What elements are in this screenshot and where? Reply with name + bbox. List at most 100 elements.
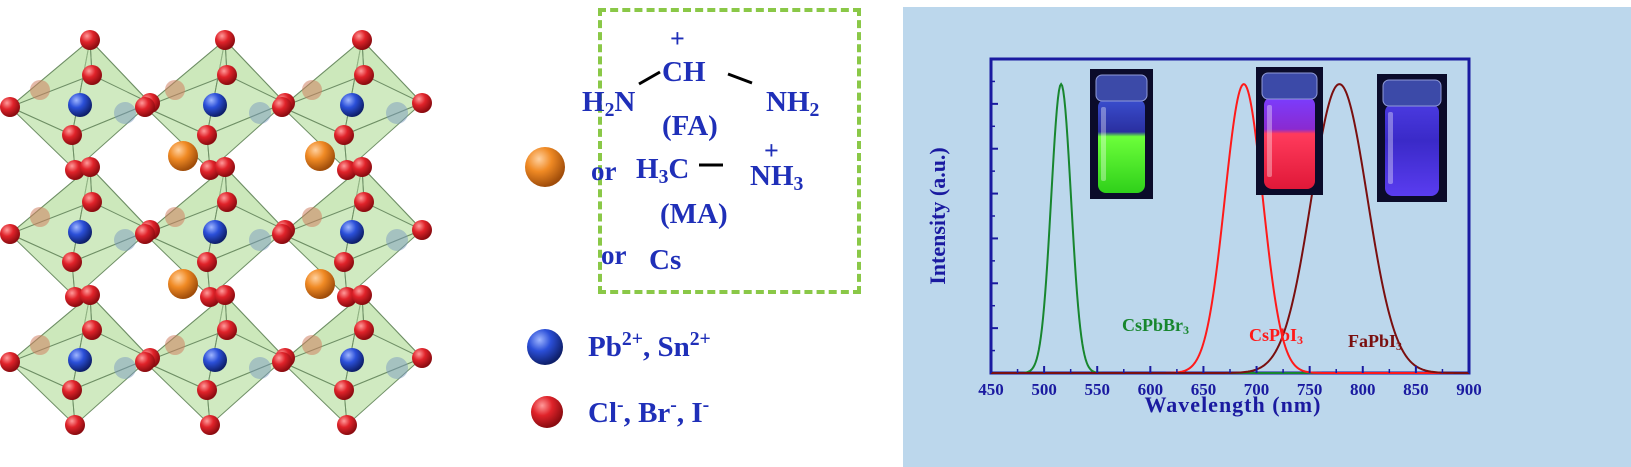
vial-photos: [1090, 67, 1447, 202]
x-site-atom: [80, 157, 100, 177]
x-site-atom: [354, 192, 374, 212]
a-site-sphere: [525, 147, 565, 187]
x-site-atom: [217, 65, 237, 85]
x-site-atom: [82, 320, 102, 340]
x-site-atom: [215, 157, 235, 177]
fa-label: (FA): [662, 110, 718, 142]
cs-or: or: [601, 240, 627, 270]
x-site-label: Cl-, Br-, I-: [588, 394, 710, 429]
vial-cap: [1095, 74, 1148, 102]
cs-label: Cs: [649, 244, 682, 276]
x-tick-label: 700: [1244, 380, 1270, 399]
b-site-label: Pb2+, Sn2+: [588, 328, 711, 363]
ghost-atom: [114, 102, 136, 124]
b-site-atom: [340, 348, 364, 372]
x-site-atom: [0, 352, 20, 372]
ma-charge: +: [764, 136, 779, 165]
x-site-atom: [0, 224, 20, 244]
ghost-atom: [114, 357, 136, 379]
x-site-atom: [135, 224, 155, 244]
vial-highlight: [1388, 112, 1393, 184]
x-site-atom: [217, 192, 237, 212]
b-site-atom: [68, 348, 92, 372]
ghost-atom: [249, 102, 271, 124]
x-site-atom: [272, 224, 292, 244]
x-site-atom: [82, 192, 102, 212]
x-site-atom: [135, 352, 155, 372]
x-site-atom: [354, 320, 374, 340]
vial-body: [1098, 99, 1145, 193]
y-axis-label: Intensity (a.u.): [925, 147, 950, 285]
ma-bond: [699, 163, 723, 167]
fa-charge: +: [670, 24, 685, 53]
x-tick-label: 550: [1084, 380, 1110, 399]
vial-cap: [1382, 79, 1442, 107]
ghost-atom: [302, 335, 322, 355]
x-site-atom: [412, 93, 432, 113]
axis-labels: Wavelength (nm) Intensity (a.u.) CsPbBr3 Cs…: [925, 147, 1402, 417]
x-site-atom: [215, 285, 235, 305]
ghost-atom: [249, 357, 271, 379]
b-site-atom: [203, 93, 227, 117]
ion-legend: + CH H2N NH2 (FA) or H3C + NH3 (MA) or C…: [520, 0, 880, 467]
x-site-atom: [135, 97, 155, 117]
vial-photo-CsPbI3: [1256, 67, 1323, 195]
x-site-atom: [412, 348, 432, 368]
x-tick-label: 600: [1138, 380, 1164, 399]
x-site-atom: [200, 415, 220, 435]
x-site-atom: [200, 287, 220, 307]
series-label-CsPbBr3: CsPbBr3: [1122, 315, 1189, 337]
b-site-atom: [203, 220, 227, 244]
x-site-atom: [352, 30, 372, 50]
x-site-atom: [0, 97, 20, 117]
x-site-atom: [197, 125, 217, 145]
b-site-atom: [68, 220, 92, 244]
x-site-atom: [272, 97, 292, 117]
x-tick-label: 500: [1031, 380, 1057, 399]
x-site-atom: [62, 252, 82, 272]
series-label-CsPbI3: CsPbI3: [1249, 325, 1303, 347]
b-site-atom: [68, 93, 92, 117]
x-site-atom: [62, 125, 82, 145]
x-site-atom: [65, 287, 85, 307]
x-tick-label: 450: [978, 380, 1004, 399]
x-site-atom: [82, 65, 102, 85]
x-site-atom: [352, 285, 372, 305]
vial-body: [1264, 97, 1315, 189]
x-site-atom: [354, 65, 374, 85]
ghost-atom: [165, 207, 185, 227]
x-site-atom: [337, 160, 357, 180]
vial-photo-FaPbI3: [1377, 74, 1447, 202]
ghost-atom: [165, 335, 185, 355]
ghost-atom: [114, 229, 136, 251]
vial-highlight: [1267, 105, 1272, 177]
x-site-sphere: [531, 396, 563, 428]
ma-nh3: NH3: [750, 160, 804, 195]
x-site-atom: [334, 380, 354, 400]
ma-label: (MA): [660, 198, 728, 230]
ma-or: or: [591, 156, 617, 186]
a-site-atom: [168, 141, 198, 171]
fa-nh2: NH2: [766, 86, 820, 121]
ghost-atom: [30, 80, 50, 100]
b-site-atom: [340, 93, 364, 117]
x-tick-label: 650: [1191, 380, 1217, 399]
ghost-atom: [165, 80, 185, 100]
vial-body: [1385, 104, 1439, 196]
x-axis-label: Wavelength (nm): [1145, 392, 1322, 417]
b-site-sphere: [527, 329, 563, 365]
x-site-atom: [62, 380, 82, 400]
x-site-atom: [65, 415, 85, 435]
a-site-atom: [305, 269, 335, 299]
x-site-atom: [334, 252, 354, 272]
ghost-atom: [386, 229, 408, 251]
a-site-cation-box: [598, 8, 861, 294]
x-site-atom: [215, 30, 235, 50]
ma-h3c: H3C: [636, 153, 690, 188]
fa-ch: CH: [662, 56, 706, 88]
fa-bond-left: [638, 70, 661, 86]
fa-h2n: H2N: [582, 86, 636, 121]
atoms-layer: [0, 30, 432, 435]
